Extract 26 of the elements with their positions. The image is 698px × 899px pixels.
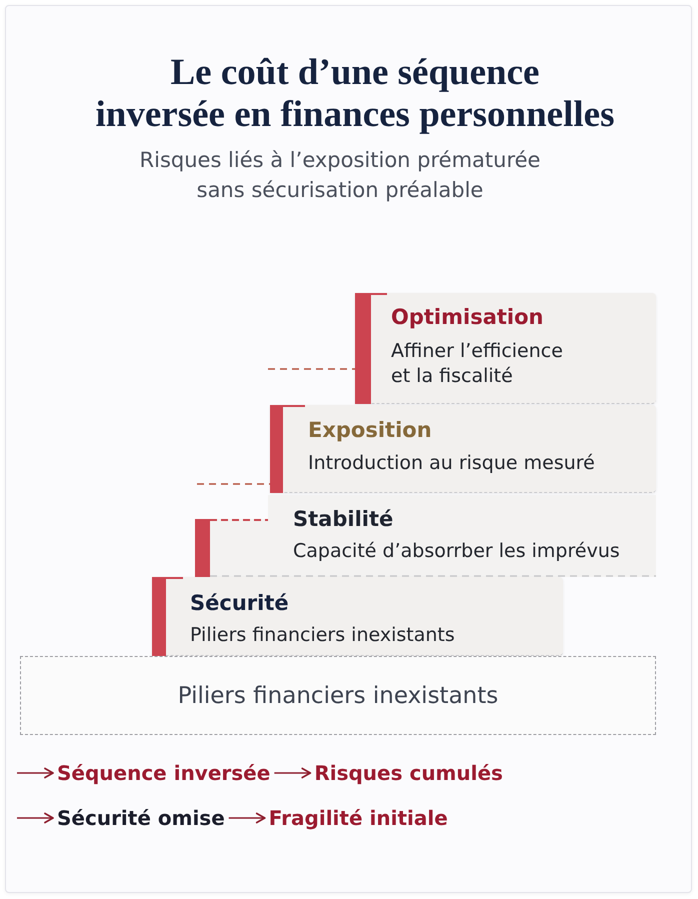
step-title: Sécurité <box>190 590 289 616</box>
arrow <box>228 812 266 824</box>
arrow <box>274 768 312 778</box>
step-box <box>355 293 656 404</box>
dashed-line <box>197 483 270 485</box>
flow-label: Risques cumulés <box>310 759 507 787</box>
step-description: Introduction au risque mesuré <box>308 451 595 476</box>
step-description: Piliers financiers inexistants <box>190 623 455 648</box>
flow-label: Sécurité omise <box>53 804 229 832</box>
title: Le coût d’une séquence inversée en finances personnelles <box>96 52 614 136</box>
step-title: Stabilité <box>293 506 394 532</box>
arrow <box>17 812 54 824</box>
dashed-line <box>268 368 355 370</box>
step-description: Affiner l’efficience et la fiscalité <box>391 339 563 389</box>
step-box <box>270 405 656 493</box>
arrow <box>17 768 54 778</box>
base-label: Piliers financiers inexistants <box>178 682 498 710</box>
dashed-box <box>20 656 656 735</box>
step-title: Optimisation <box>391 304 544 330</box>
step-box <box>152 577 563 656</box>
step-box <box>195 495 656 577</box>
step-title: Exposition <box>308 417 432 443</box>
step-description: Capacité d’absorrber les imprévus <box>293 539 620 564</box>
subtitle: Risques liés à l’exposition prématurée sans sécurisation préalable <box>140 147 540 204</box>
flow-label: Séquence inversée <box>53 759 274 787</box>
flow-label: Fragilité initiale <box>264 804 452 832</box>
